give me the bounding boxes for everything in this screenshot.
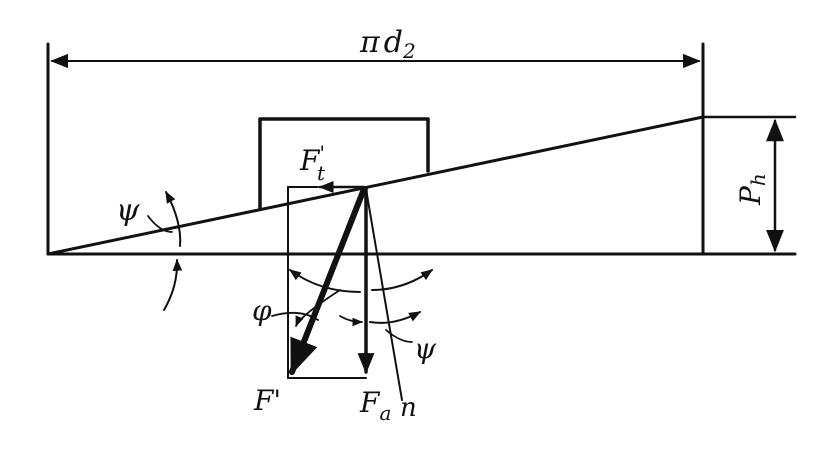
- nut-block: [258, 117, 430, 211]
- friction-angle-leader: [271, 311, 319, 321]
- psi-right-leader: [385, 329, 413, 343]
- friction-angle-mark: φ: [252, 269, 361, 328]
- helix-angle-left-label: ψ: [116, 193, 140, 228]
- helix-angle-lower-arc: [163, 258, 183, 311]
- helix-angle-left-mark: ψ: [116, 190, 183, 311]
- left-lower-arc-arrow: [339, 315, 364, 327]
- helix-angle-right-label: ψ: [414, 332, 437, 365]
- right-angle-arcs: ψ: [339, 269, 437, 365]
- lead-label: Ph: [734, 173, 770, 206]
- developed-thread-frame: [46, 42, 797, 256]
- tangential-force-label: F't: [299, 141, 326, 185]
- helix-angle-leader: [147, 215, 173, 233]
- force-rectangle: [287, 186, 367, 379]
- friction-arc-left-lower: [295, 289, 341, 328]
- nut-block-outline: [258, 117, 430, 211]
- helix-incline-line: [46, 115, 705, 256]
- friction-arc-left-upper: [289, 269, 361, 293]
- helix-angle-upper-arc: [165, 190, 182, 247]
- resultant-force-label: F': [253, 384, 281, 417]
- axial-force-label: Fa: [359, 386, 391, 425]
- friction-angle-label: φ: [252, 294, 272, 327]
- right-lower-arc: [369, 311, 422, 324]
- resultant-force-arrow: [289, 186, 367, 376]
- normal-line-label: n: [400, 393, 417, 423]
- right-upper-arc: [371, 269, 433, 291]
- lead-dimension: Ph: [734, 118, 784, 253]
- normal-line: [365, 188, 403, 401]
